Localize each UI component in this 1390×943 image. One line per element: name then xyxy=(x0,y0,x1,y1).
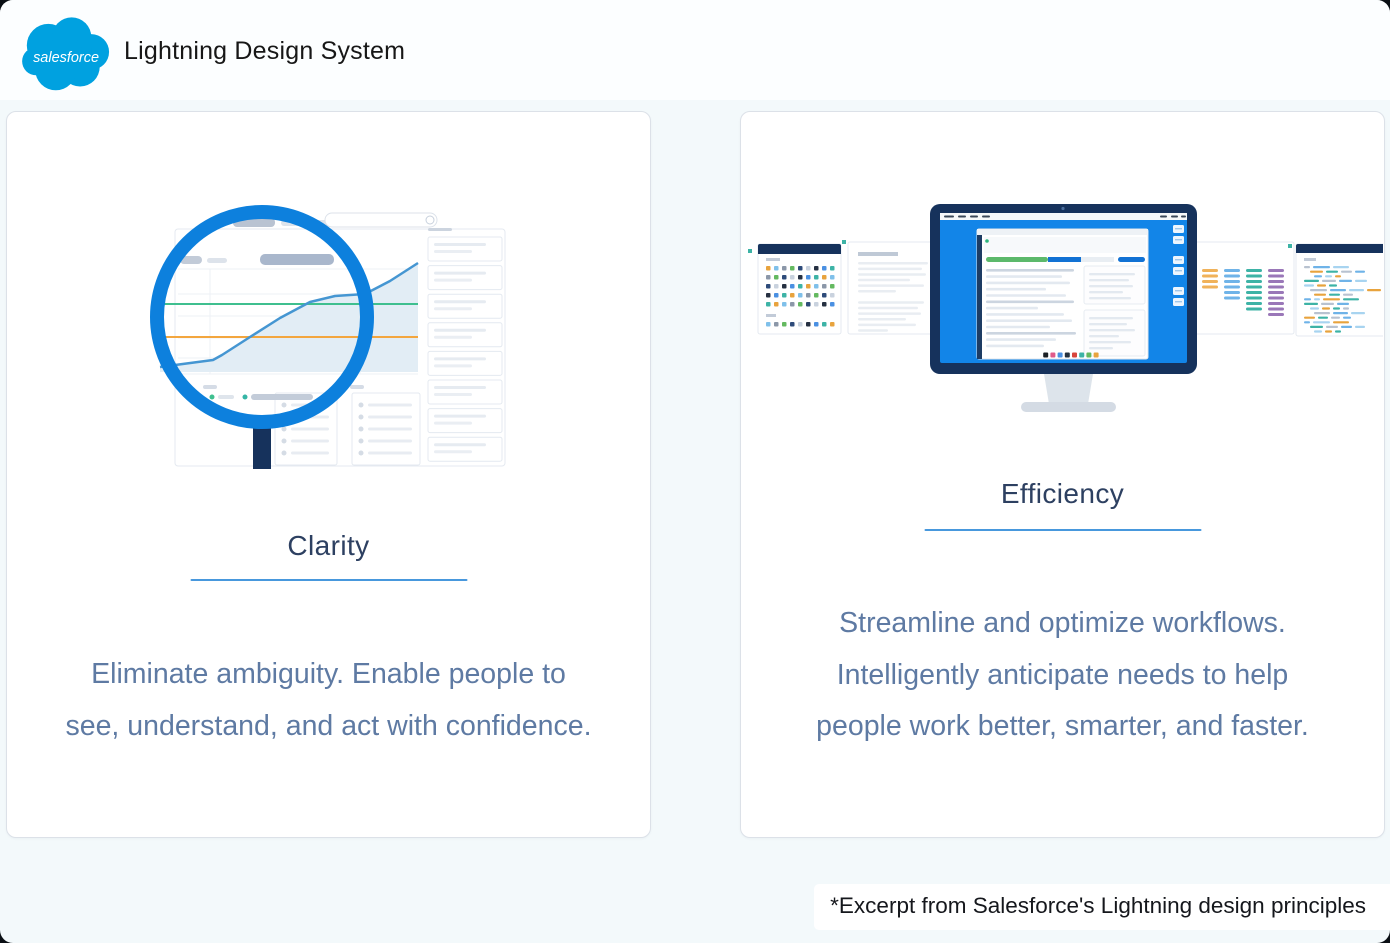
app-window-icon-grid xyxy=(748,243,842,335)
magnifier-icon xyxy=(150,205,374,469)
efficiency-illustration xyxy=(748,204,1383,412)
efficiency-title: Efficiency xyxy=(1000,478,1125,509)
footer-note: *Excerpt from Salesforce's Lightning des… xyxy=(814,884,1390,930)
header-bar: salesforce Lightning Design System xyxy=(0,0,1390,100)
app-window-document xyxy=(842,240,941,335)
efficiency-card: Efficiency Streamline and optimize workf… xyxy=(740,111,1385,838)
monitor-icon xyxy=(930,204,1197,412)
browser-window-mockup xyxy=(976,228,1149,360)
dock-icons xyxy=(1036,352,1099,358)
clarity-description: Eliminate ambiguity. Enable people to se… xyxy=(65,658,592,742)
clarity-title: Clarity xyxy=(287,530,370,561)
clarity-illustration xyxy=(150,205,506,469)
app-window-color-tokens xyxy=(1186,240,1295,335)
clarity-title-divider xyxy=(190,579,467,581)
clarity-card: Clarity Eliminate ambiguity. Enable peop… xyxy=(6,111,651,838)
logo-wordmark: salesforce xyxy=(33,50,99,66)
page-title: Lightning Design System xyxy=(124,37,406,65)
salesforce-logo-icon: salesforce xyxy=(22,17,110,91)
app-window-code xyxy=(1288,243,1383,337)
efficiency-description: Streamline and optimize workflows. Intel… xyxy=(816,607,1309,742)
efficiency-title-divider xyxy=(924,529,1201,531)
magnified-chart xyxy=(159,261,419,400)
